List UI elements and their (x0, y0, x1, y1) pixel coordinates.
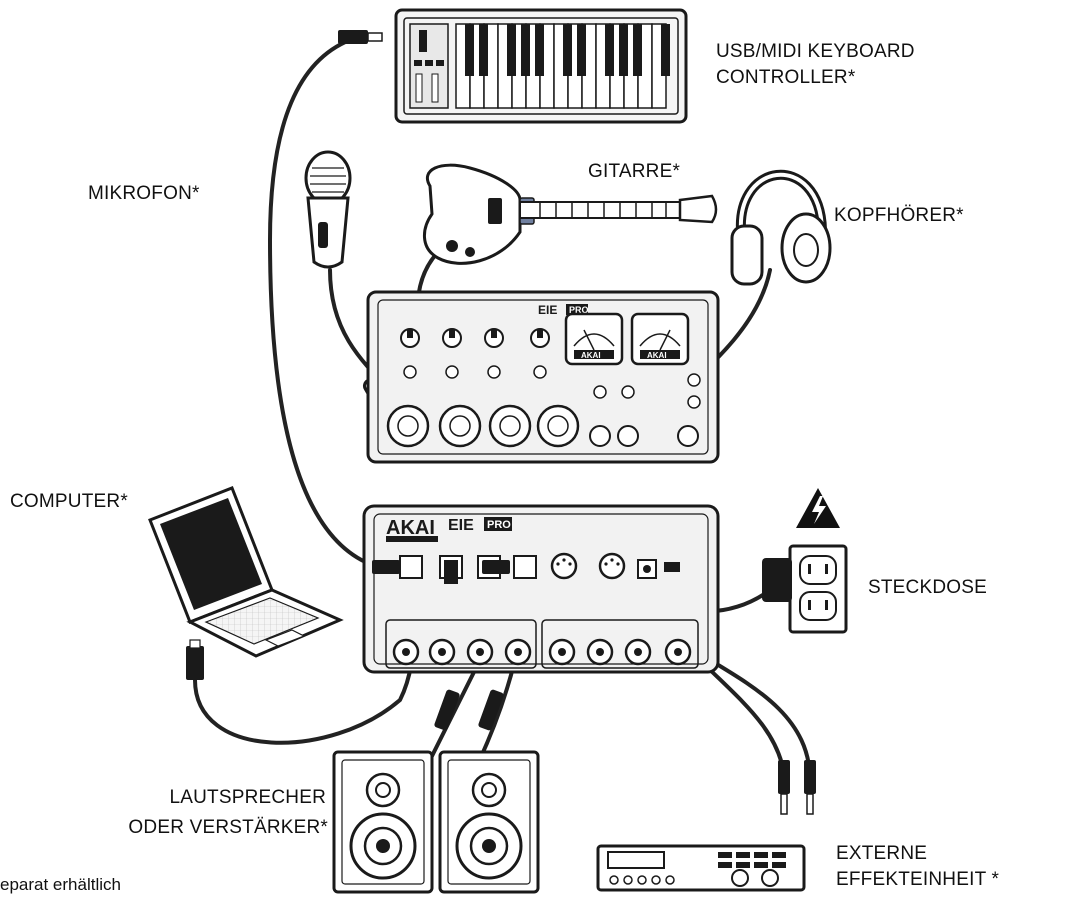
label-power-outlet: STECKDOSE (868, 577, 987, 598)
guitar (416, 163, 718, 397)
rear-model-badge: PRO (487, 519, 511, 531)
label-effects-line2: EFFEKTEINHEIT * (836, 869, 1000, 890)
vu-meter-left: AKAI (564, 312, 624, 366)
high-voltage-warning-icon (796, 488, 840, 528)
speaker-right (438, 750, 540, 894)
keyboard-controller (338, 8, 688, 124)
front-model-label: EIE (538, 303, 557, 317)
wall-outlet (762, 544, 848, 634)
effects-plug-a (778, 760, 790, 794)
power-adapter (762, 558, 792, 602)
label-keyboard-line1: USB/MIDI KEYBOARD (716, 41, 915, 62)
footnote: eparat erhältlich (0, 875, 121, 894)
label-effects-line1: EXTERNE (836, 843, 928, 864)
label-speakers-line2: ODER VERSTÄRKER* (128, 817, 328, 838)
vu-meter-right-brand: AKAI (647, 351, 667, 360)
white-keys (455, 23, 667, 109)
keyboard-usb-plug (338, 30, 368, 44)
keyboard-usb-cable (267, 38, 377, 568)
usb-plug-2 (444, 560, 458, 584)
label-microphone: MIKROFON* (88, 183, 200, 204)
effects-unit (596, 760, 816, 892)
usb-plug-1 (372, 560, 400, 574)
laptop-usb-plug (186, 646, 204, 680)
speaker-plug-right (478, 689, 504, 731)
label-computer: COMPUTER* (10, 491, 128, 512)
label-speakers-line1: LAUTSPRECHER (169, 787, 326, 808)
usb-plug-3 (482, 560, 510, 574)
vu-meter-right: AKAI (630, 312, 690, 366)
effects-plug-b (804, 760, 816, 794)
gain-knobs (400, 328, 550, 348)
rear-model-label: EIE (448, 517, 474, 534)
label-guitar: GITARRE* (588, 161, 681, 182)
laptop (148, 486, 344, 680)
speaker-left (332, 750, 434, 894)
label-keyboard-line2: CONTROLLER* (716, 67, 856, 88)
black-keys (465, 24, 670, 76)
headphones (643, 170, 832, 428)
effects-cable-b (708, 658, 812, 782)
front-model-badge: PRO (569, 305, 589, 315)
eie-pro-rear-panel: AKAI EIE PRO (362, 504, 720, 674)
rear-brand-label: AKAI (386, 517, 435, 539)
speaker-plug-left (434, 689, 460, 731)
vu-meter-left-brand: AKAI (581, 351, 601, 360)
eie-pro-front-panel: EIE PRO AKAI (366, 290, 720, 464)
label-headphones: KOPFHÖRER* (834, 205, 964, 226)
combo-inputs (386, 404, 580, 448)
